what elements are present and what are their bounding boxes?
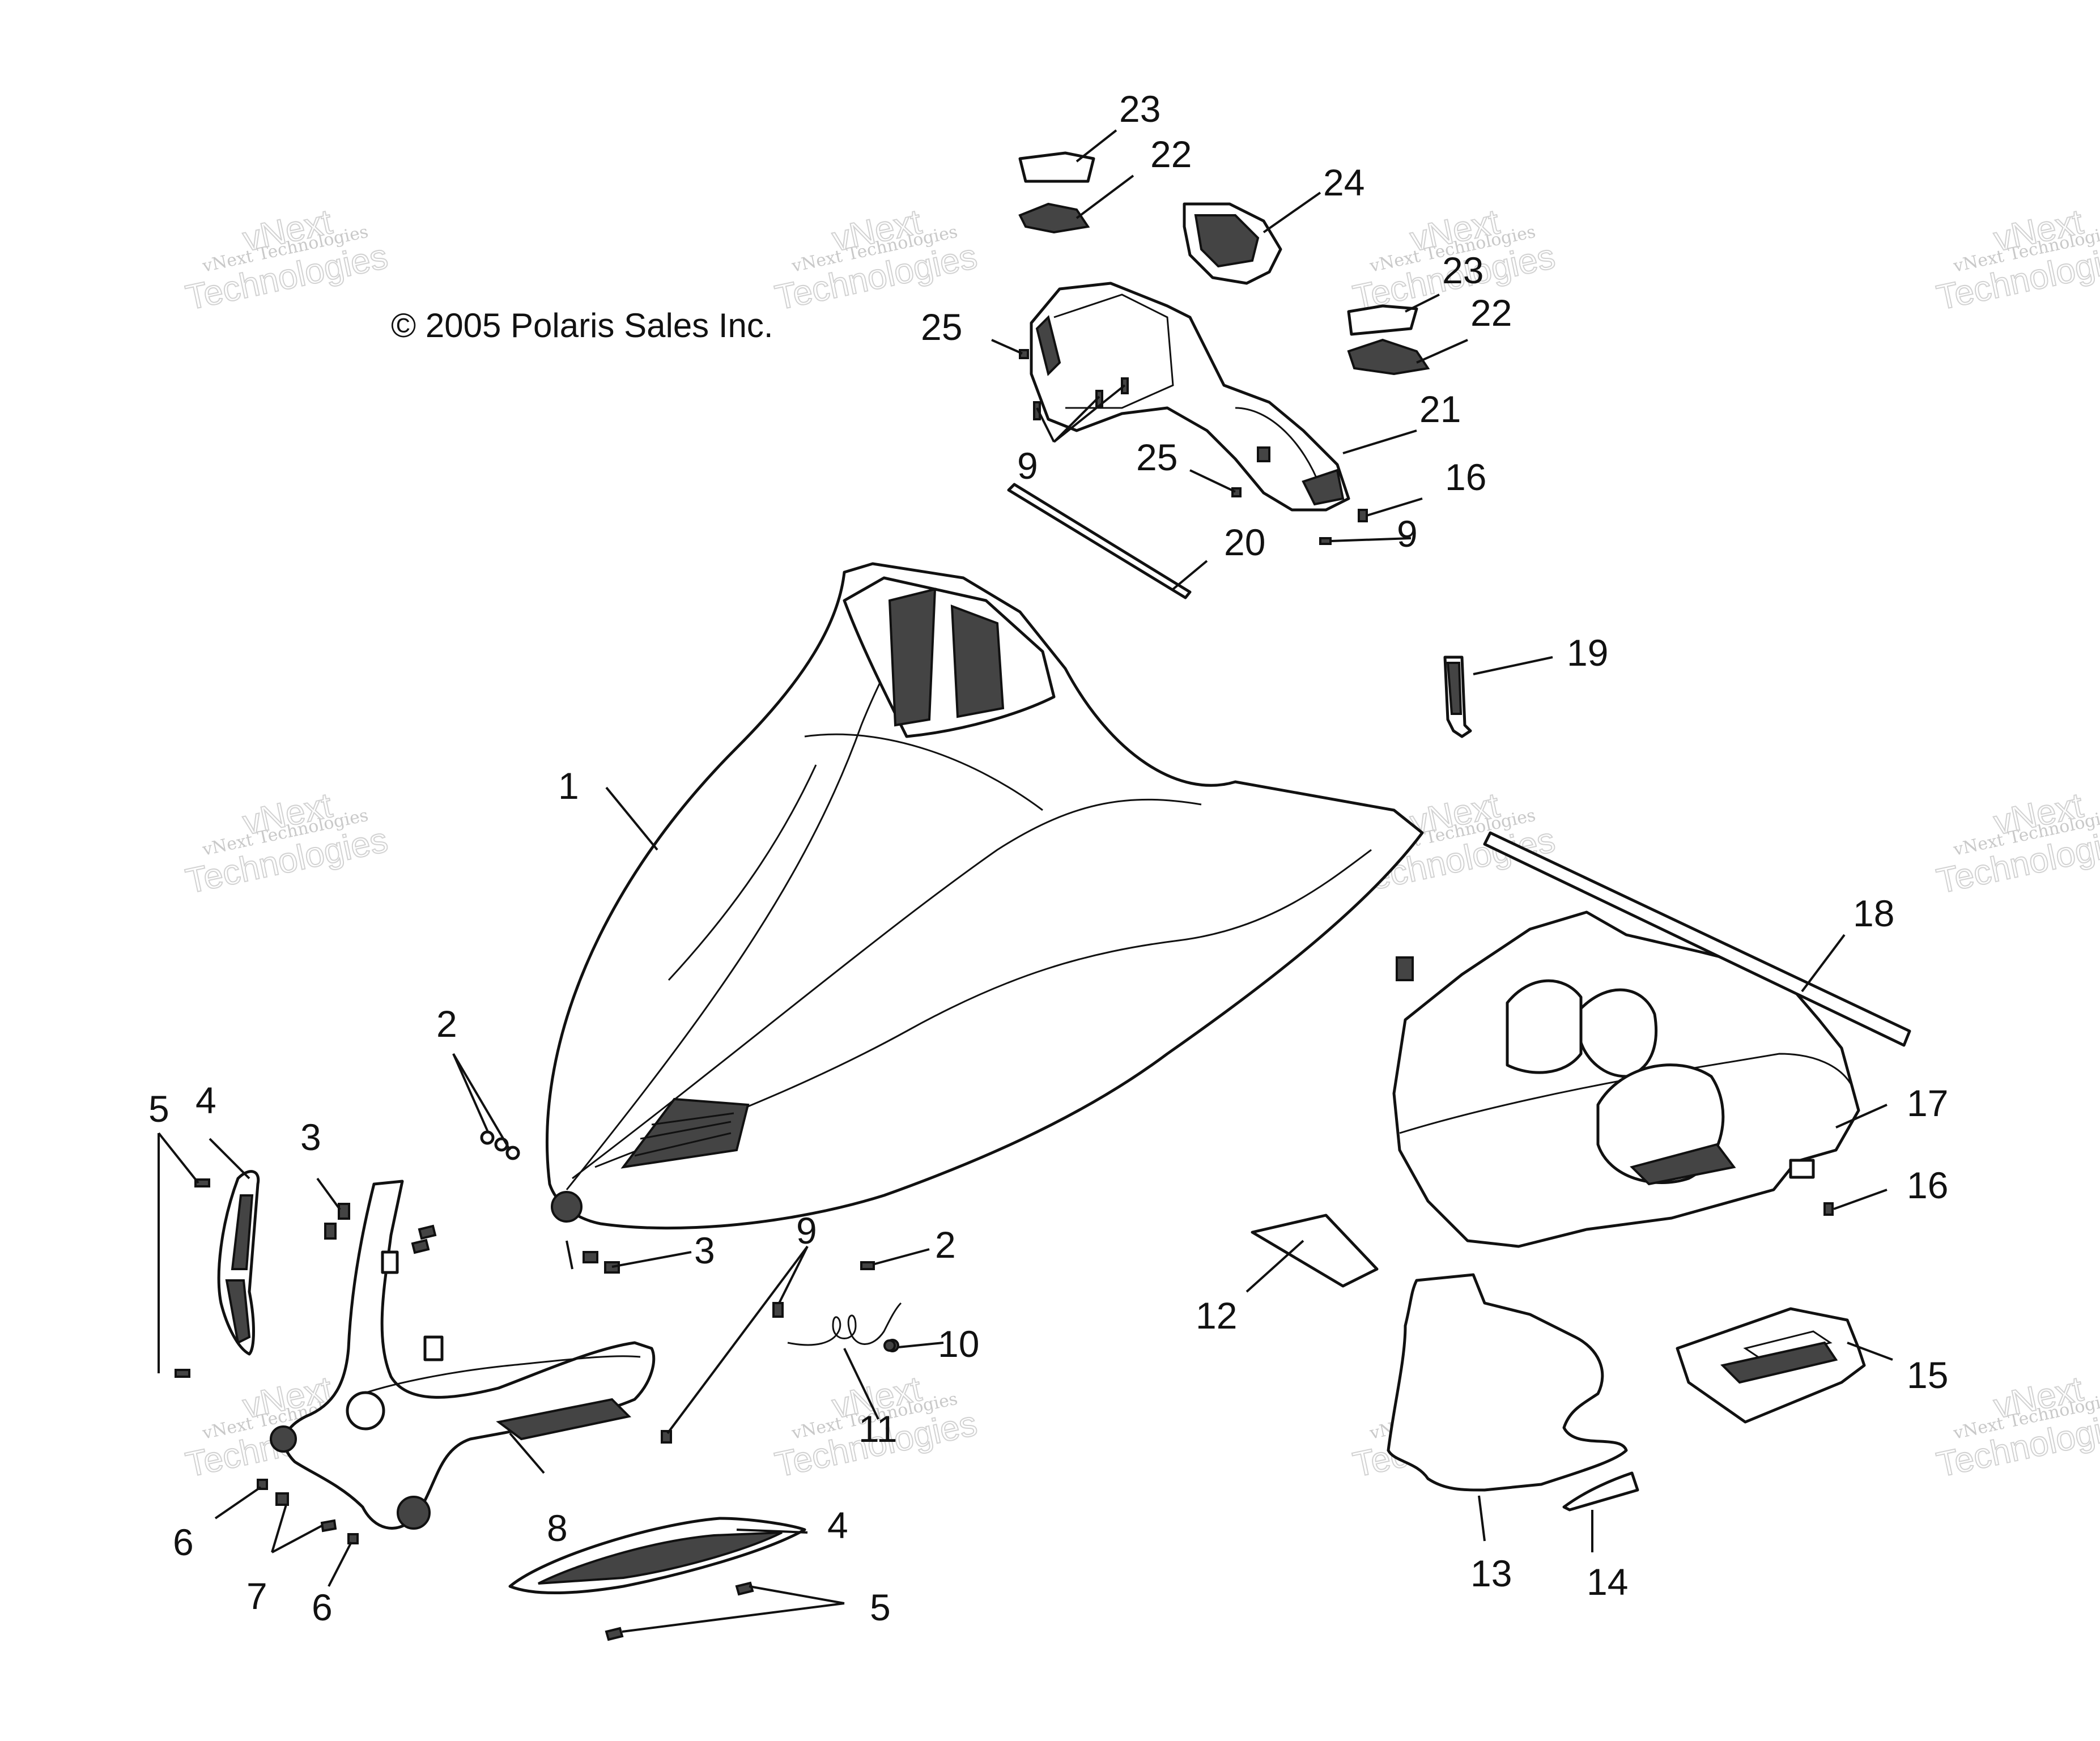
callout-2: 2 [436,1003,457,1045]
callout-20: 20 [1224,521,1265,563]
callout-13: 13 [1470,1552,1512,1594]
part-17-airbox [1392,910,1860,1248]
callout-25: 25 [1136,436,1177,478]
part-25-grommets [1019,349,1242,497]
part-18-strip [1483,831,1911,1047]
part-23-caps [1018,151,1418,336]
callout-8: 8 [547,1507,568,1549]
callout-10: 10 [938,1323,979,1365]
callout-3: 3 [300,1116,321,1158]
callout-11: 11 [858,1408,898,1450]
watermark: vNext Technologies vNext Technologies [1933,202,2100,318]
part-15-tray [1676,1307,1866,1424]
copyright-text: © 2005 Polaris Sales Inc. [391,307,773,344]
part-12-pad [1251,1214,1379,1288]
part-16-screws [1358,509,1834,1216]
part-14-wedge [1562,1471,1639,1512]
part-22-brackets [1018,202,1430,376]
watermark: vNext Technologies vNext Technologies [771,202,981,318]
callout-18: 18 [1853,892,1894,934]
callout-4: 4 [827,1504,848,1546]
callout-16: 16 [1445,456,1486,498]
callout-23: 23 [1442,249,1483,291]
part-10-nut [883,1339,896,1352]
callout-22: 22 [1150,133,1192,175]
callout-15: 15 [1907,1354,1948,1396]
watermark: vNext Technologies vNext Technologies [1933,785,2100,902]
part-5-screws [175,1178,754,1641]
callout-12: 12 [1196,1295,1237,1336]
callout-2: 2 [935,1224,956,1266]
callout-22: 22 [1470,292,1512,334]
callout-1: 1 [558,765,579,807]
callout-24: 24 [1323,161,1364,203]
callout-23: 23 [1119,88,1160,130]
callout-16: 16 [1907,1164,1948,1206]
callout-9: 9 [1397,513,1418,555]
callouts: 1 2 2 3 3 4 4 5 5 6 6 7 8 9 9 9 9 10 11 … [148,88,1948,1628]
callout-5: 5 [870,1586,891,1628]
part-13-insulation [1387,1273,1628,1492]
part-6-7-nuts-bolts [257,1479,359,1544]
part-1-hood [545,562,1424,1230]
callout-9: 9 [796,1210,817,1252]
callout-4: 4 [195,1079,216,1121]
part-8-bumper-frame [270,1180,656,1530]
callout-6: 6 [173,1521,194,1563]
part-24-gauge [1183,202,1282,285]
callout-21: 21 [1419,388,1461,430]
part-20-rod [1007,483,1192,599]
part-21-console [1030,282,1350,512]
watermark: vNext Technologies vNext Technologies [1933,1369,2100,1485]
watermark: vNext Technologies vNext Technologies [182,202,392,318]
callout-19: 19 [1567,632,1608,674]
part-4-grip-left [217,1170,260,1356]
part-19-latch [1443,655,1472,738]
callout-17: 17 [1907,1082,1948,1124]
leader-lines [158,129,1893,1633]
callout-7: 7 [246,1575,267,1617]
part-9-console-screws [1033,377,1332,545]
part-4-mat [508,1517,806,1595]
callout-25: 25 [921,306,962,348]
callout-3: 3 [694,1229,715,1271]
part-3-clips [324,1203,620,1274]
watermark: vNext Technologies vNext Technologies [182,785,392,902]
callout-5: 5 [148,1088,169,1130]
callout-14: 14 [1587,1561,1628,1603]
callout-9: 9 [1017,445,1038,487]
callout-6: 6 [312,1586,333,1628]
